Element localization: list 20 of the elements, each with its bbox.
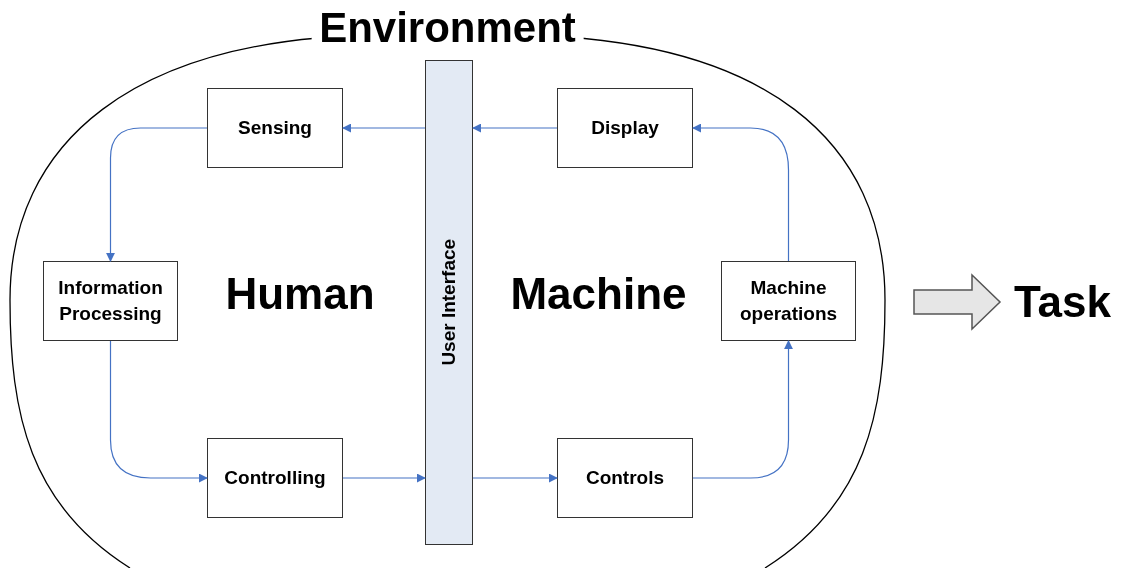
side-label: Human xyxy=(224,272,376,316)
arrow xyxy=(692,123,790,262)
arrow xyxy=(109,340,208,483)
arrow xyxy=(106,127,208,262)
arrow xyxy=(692,340,793,479)
arrow xyxy=(342,473,426,483)
arrow xyxy=(472,473,558,483)
task-label: Task xyxy=(1014,280,1112,324)
process-box: Controlling xyxy=(207,438,343,518)
side-label: Machine xyxy=(509,272,688,316)
process-box: Sensing xyxy=(207,88,343,168)
block-arrow xyxy=(913,273,1002,331)
process-box: Controls xyxy=(557,438,693,518)
interface-bar xyxy=(425,60,473,545)
arrow xyxy=(342,123,426,133)
process-box: Machine operations xyxy=(721,261,856,341)
process-box: Display xyxy=(557,88,693,168)
process-box: Information Processing xyxy=(43,261,178,341)
arrow xyxy=(472,123,558,133)
interface-label: User Interface xyxy=(436,239,460,366)
